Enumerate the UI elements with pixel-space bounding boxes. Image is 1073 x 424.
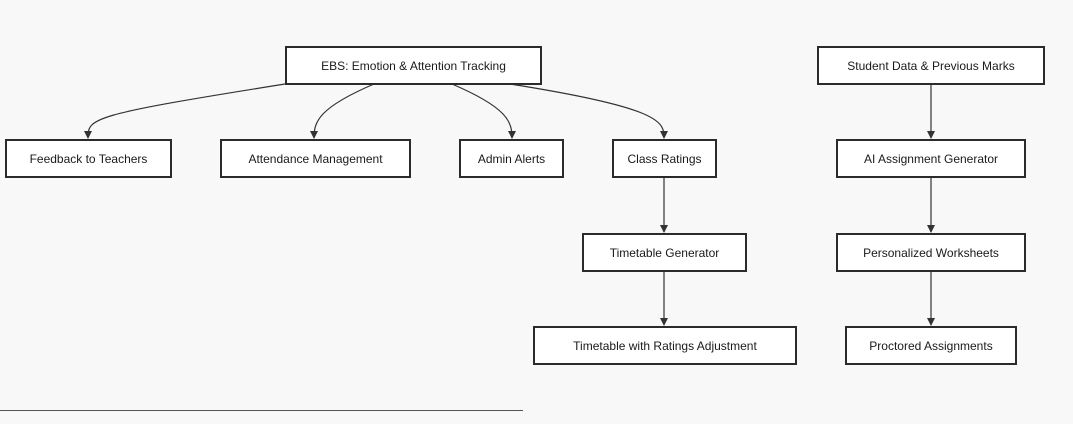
node-attendance-management: Attendance Management [220, 139, 411, 178]
node-admin-alerts: Admin Alerts [459, 139, 564, 178]
node-class-ratings: Class Ratings [612, 139, 717, 178]
node-ai-assignment-generator: AI Assignment Generator [836, 139, 1026, 178]
edge-ebs-to-feedback [84, 83, 286, 139]
divider-line [0, 410, 523, 411]
node-timetable-generator: Timetable Generator [582, 233, 747, 272]
node-timetable-with-ratings-adjustment: Timetable with Ratings Adjustment [533, 326, 797, 365]
node-proctored-assignments: Proctored Assignments [845, 326, 1017, 365]
node-ebs-emotion-attention-tracking: EBS: Emotion & Attention Tracking [285, 46, 542, 85]
node-personalized-worksheets: Personalized Worksheets [836, 233, 1026, 272]
edge-ebs-to-admin [451, 83, 516, 139]
edge-ebs-to-class-ratings [509, 83, 668, 139]
node-student-data-previous-marks: Student Data & Previous Marks [817, 46, 1045, 85]
edge-ebs-to-attendance [310, 83, 375, 139]
node-feedback-to-teachers: Feedback to Teachers [5, 139, 172, 178]
